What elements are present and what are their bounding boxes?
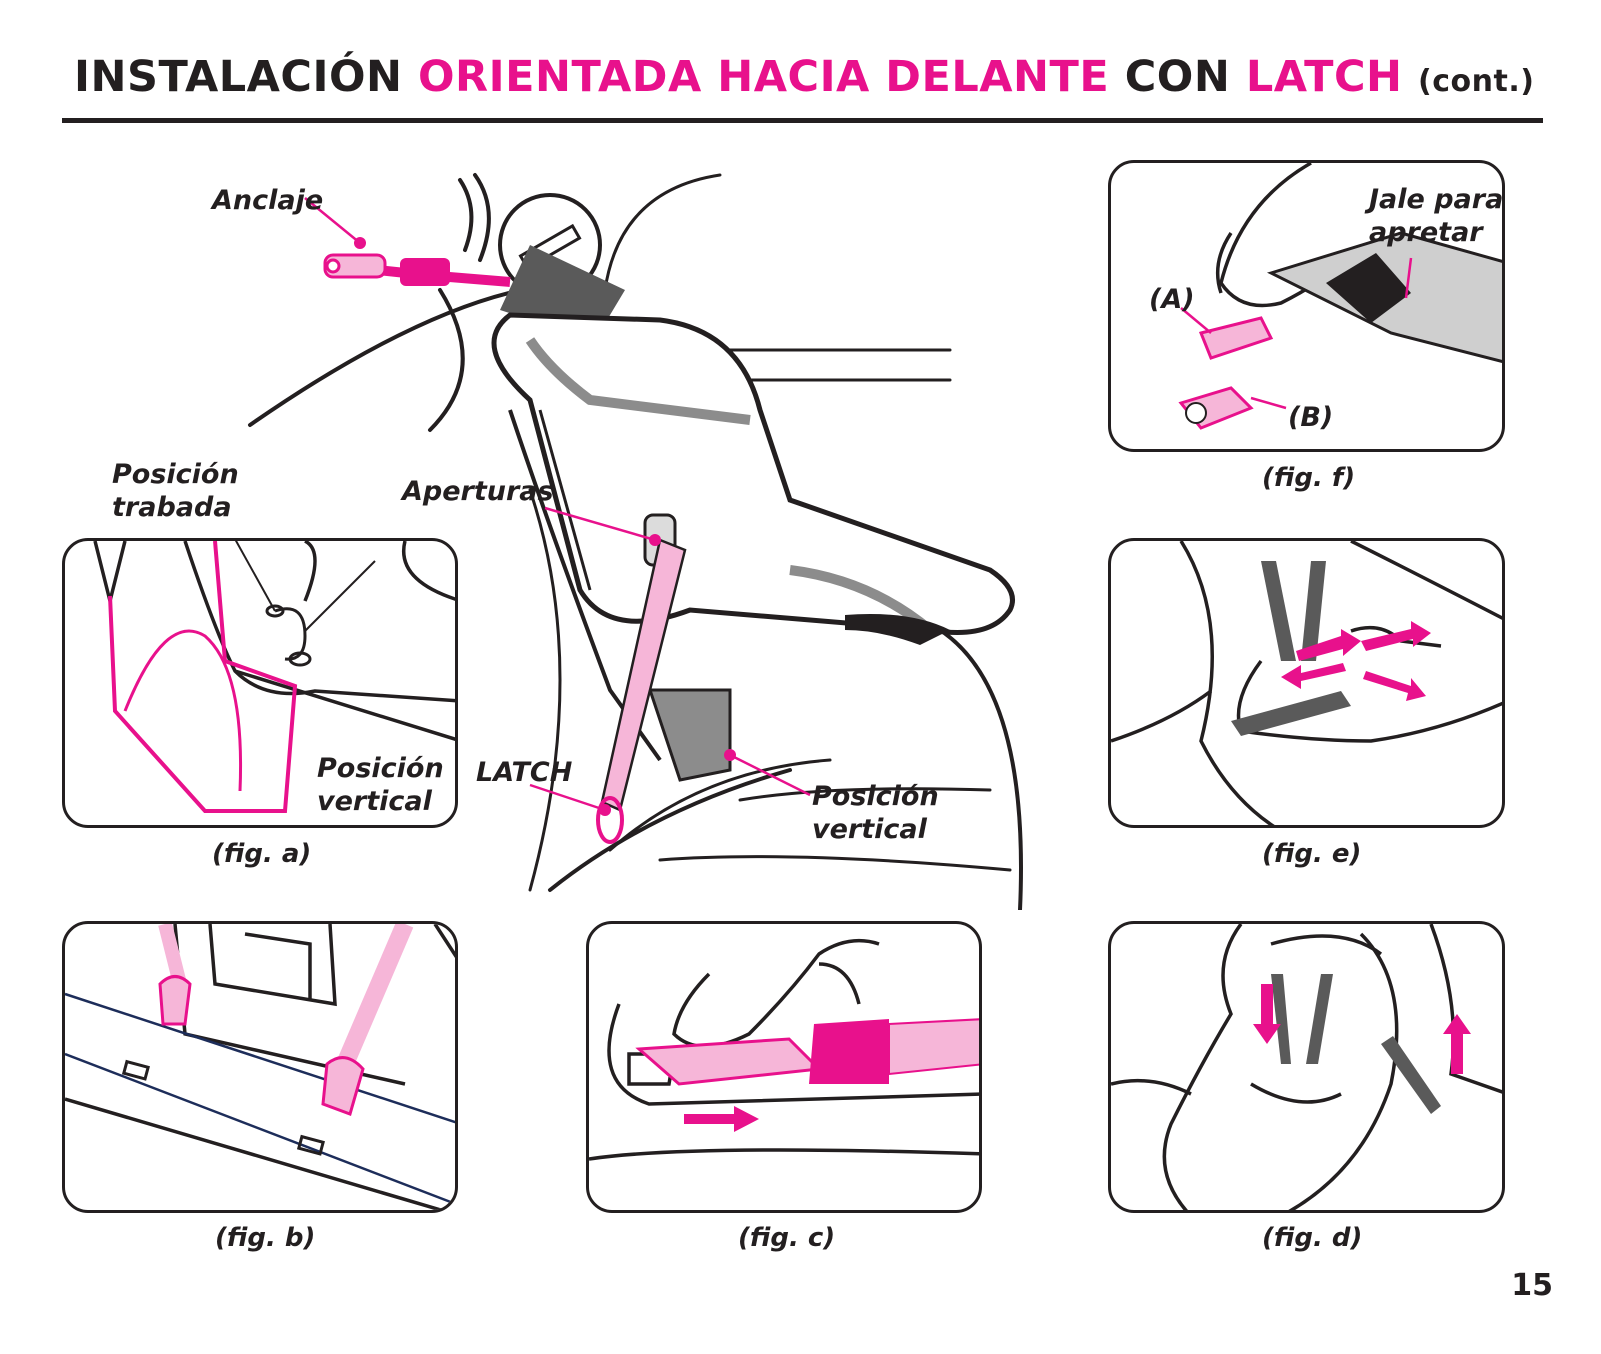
figure-a-label-line1: Posición	[317, 753, 444, 784]
figure-a-panel: Posición vertical	[62, 538, 458, 828]
figure-f-label-a: (A)	[1149, 284, 1195, 315]
label-locked-line1: Posición	[112, 459, 239, 490]
label-latch: LATCH	[476, 757, 573, 788]
figure-b-caption: (fig. b)	[215, 1223, 316, 1253]
figure-e-caption: (fig. e)	[1262, 839, 1362, 869]
main-car-seat-illustration	[248, 173, 1023, 910]
figure-c-caption: (fig. c)	[738, 1223, 836, 1253]
page-number: 15	[1511, 1268, 1553, 1303]
title-rule	[62, 118, 1543, 123]
page-title: INSTALACIÓN ORIENTADA HACIA DELANTE CON …	[74, 52, 1534, 102]
label-upright-line1: Posición	[812, 781, 939, 812]
figure-c-panel	[586, 921, 982, 1213]
label-upright-line2: vertical	[812, 814, 927, 845]
figure-f-caption: (fig. f)	[1262, 463, 1356, 493]
title-part-forward: ORIENTADA HACIA DELANTE	[418, 52, 1110, 102]
figure-f-illustration	[1178, 163, 1502, 430]
label-anchor: Anclaje	[212, 185, 324, 216]
figure-f-label-b: (B)	[1288, 402, 1334, 433]
label-openings: Aperturas	[402, 476, 554, 507]
figure-a-caption: (fig. a)	[212, 839, 312, 869]
figure-b-illustration	[65, 924, 455, 1210]
figure-e-panel	[1108, 538, 1505, 828]
figure-f-panel: (A) (B) Jale para apretar	[1108, 160, 1505, 452]
figure-e-illustration	[1111, 541, 1502, 825]
figure-a-illustration	[93, 541, 455, 813]
figure-d-caption: (fig. d)	[1262, 1223, 1363, 1253]
figure-d-panel	[1108, 921, 1505, 1213]
figure-f-label-pull-line1: Jale para	[1369, 184, 1504, 215]
figure-b-panel	[62, 921, 458, 1213]
title-part-latch: LATCH	[1245, 52, 1403, 102]
figure-d-illustration	[1111, 924, 1502, 1210]
title-part-with: CON	[1124, 52, 1231, 102]
title-part-installation: INSTALACIÓN	[74, 52, 403, 102]
label-locked-line2: trabada	[112, 492, 232, 523]
figure-c-illustration	[589, 938, 979, 1161]
figure-a-label-line2: vertical	[317, 786, 432, 817]
figure-f-label-pull-line2: apretar	[1369, 217, 1483, 248]
title-part-cont: (cont.)	[1418, 64, 1535, 99]
